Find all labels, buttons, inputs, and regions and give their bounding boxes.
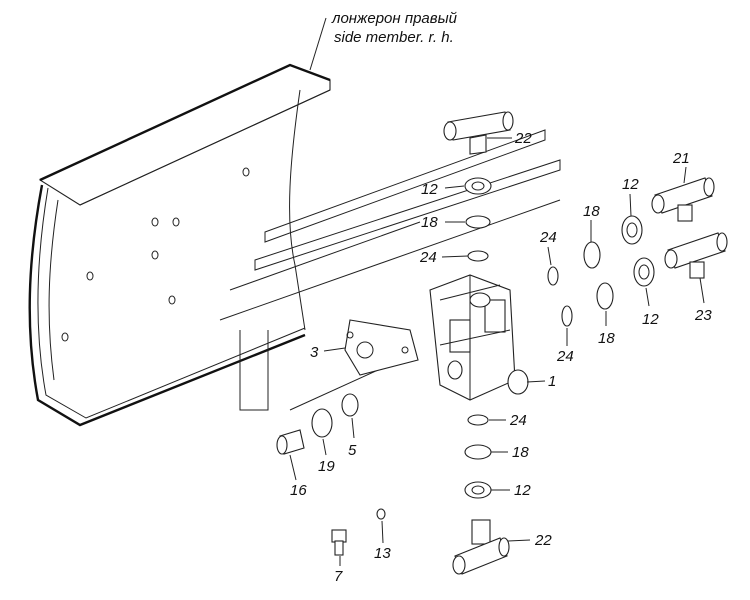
side-member-caption-en: side member. r. h. <box>334 29 454 46</box>
callout-19: 19 <box>318 458 335 475</box>
callout-18-b: 18 <box>583 203 600 220</box>
valve-unit-part-1 <box>429 274 529 401</box>
callout-21: 21 <box>672 150 690 167</box>
leader-lines <box>289 137 705 566</box>
callout-12-d: 12 <box>514 482 531 499</box>
callout-1: 1 <box>548 373 556 390</box>
callout-18-d: 18 <box>512 444 529 461</box>
washer-24-a <box>467 250 489 262</box>
washer-24-b <box>547 266 559 286</box>
caption-leader-line <box>309 17 327 71</box>
callout-5: 5 <box>348 442 357 459</box>
bolt-7 <box>331 529 347 556</box>
callout-24-a: 24 <box>419 249 437 266</box>
callout-18-a: 18 <box>421 214 438 231</box>
ring-19 <box>311 408 333 438</box>
callout-22-bottom: 22 <box>534 532 552 549</box>
tee-fitting-21 <box>651 177 715 222</box>
callout-12-b: 12 <box>622 176 639 193</box>
callout-3: 3 <box>310 344 319 361</box>
ring-18-c <box>596 282 614 310</box>
side-member-caption-ru: лонжерон правый <box>331 10 458 27</box>
callout-18-c: 18 <box>598 330 615 347</box>
plug-16 <box>276 429 305 455</box>
callout-23: 23 <box>694 307 712 324</box>
callout-24-c: 24 <box>556 348 574 365</box>
tee-fitting-22-top <box>443 111 514 155</box>
nut-12-b <box>621 215 643 245</box>
nut-12-c <box>633 257 655 287</box>
ring-18-d <box>464 444 492 460</box>
callout-16: 16 <box>290 482 307 499</box>
washer-24-d <box>467 414 489 426</box>
mounting-bracket <box>219 129 561 411</box>
washer-24-c <box>561 305 573 327</box>
callout-22-top: 22 <box>514 130 532 147</box>
callout-13: 13 <box>374 545 391 562</box>
side-member-rail <box>28 63 331 427</box>
callout-12-a: 12 <box>421 181 438 198</box>
nut-12-a <box>464 177 492 195</box>
ring-18-b <box>583 241 601 269</box>
callout-7: 7 <box>334 568 343 585</box>
washer-5 <box>341 393 359 417</box>
nut-12-d <box>464 481 492 499</box>
tee-fitting-22-bottom <box>452 519 510 575</box>
ring-18-a <box>465 215 491 229</box>
callout-24-b: 24 <box>539 229 557 246</box>
tee-fitting-23 <box>664 232 728 279</box>
callout-24-d: 24 <box>509 412 527 429</box>
washer-13 <box>376 508 386 520</box>
callout-12-c: 12 <box>642 311 659 328</box>
